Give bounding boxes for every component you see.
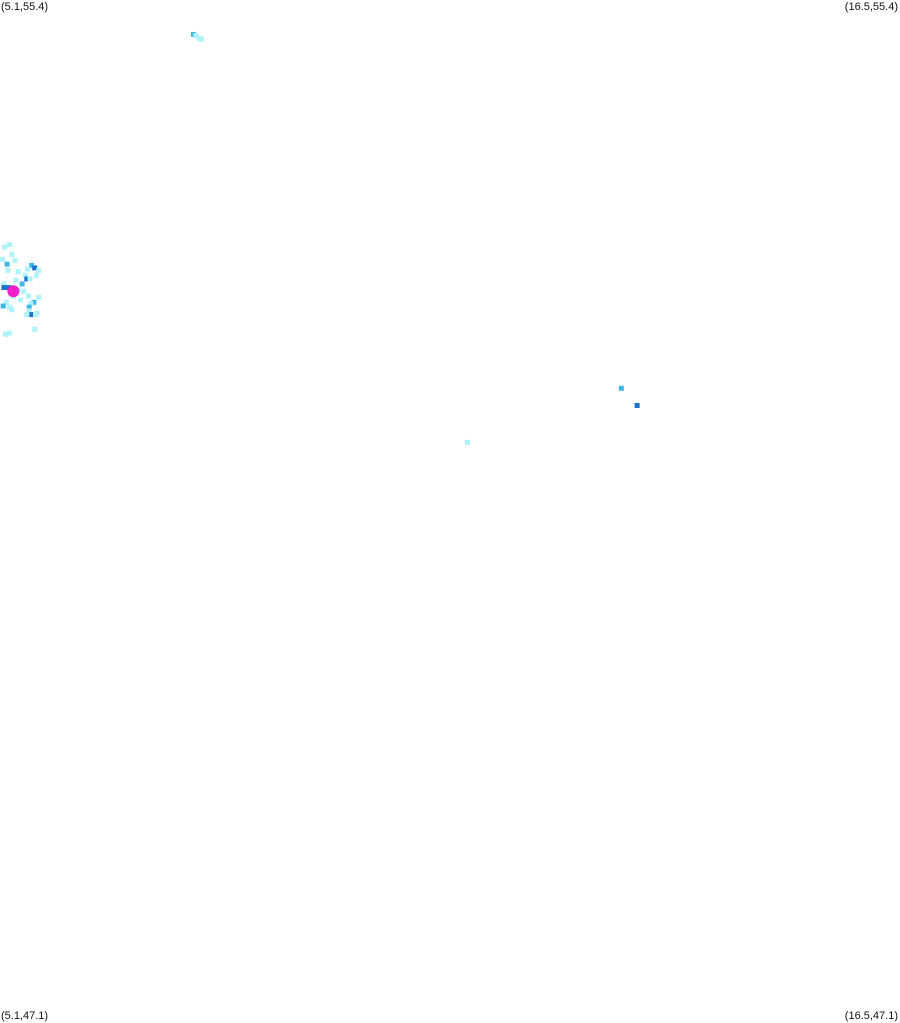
density-cell (7, 242, 12, 248)
density-cell (7, 330, 12, 336)
density-cell (21, 288, 27, 294)
density-cell (29, 312, 35, 318)
density-cell (1, 285, 7, 291)
density-cell (34, 310, 40, 316)
density-cell (18, 297, 23, 303)
density-cell (464, 439, 470, 445)
density-cell (5, 267, 11, 273)
density-cell (0, 303, 6, 309)
density-cell (634, 403, 640, 408)
corner-label-bottom-left: (5.1,47.1) (1, 1010, 49, 1022)
density-cell (32, 326, 38, 332)
density-cell (36, 267, 42, 273)
density-cell (9, 307, 15, 313)
density-cell (618, 385, 624, 391)
density-cell (13, 277, 19, 283)
density-cell (9, 251, 15, 257)
density-cell (3, 299, 9, 305)
density-cell (24, 312, 30, 318)
density-cell (24, 276, 30, 282)
location-marker[interactable] (7, 285, 20, 298)
corner-label-bottom-right: (16.5,47.1) (844, 1010, 898, 1022)
density-cell (26, 304, 32, 310)
density-cell (29, 262, 35, 268)
density-cell (2, 244, 8, 250)
density-cell (25, 293, 31, 299)
density-cell (26, 308, 32, 314)
density-cell (198, 36, 204, 42)
density-cell (15, 269, 21, 275)
density-cell (19, 281, 25, 287)
corner-label-top-left: (5.1,55.4) (1, 1, 49, 13)
density-cell (12, 258, 18, 263)
density-cell (36, 294, 42, 300)
density-cell (193, 33, 199, 39)
density-cell (32, 265, 38, 271)
density-cell (3, 331, 8, 337)
density-cell (28, 301, 34, 306)
density-cell (4, 261, 10, 267)
location-markers (7, 285, 20, 298)
density-cell (31, 299, 37, 305)
density-cell (27, 276, 33, 282)
density-cell (33, 272, 39, 278)
corner-label-top-right: (16.5,55.4) (844, 1, 898, 13)
density-cell (0, 256, 5, 262)
density-cell (22, 272, 28, 278)
density-cells (0, 31, 640, 445)
density-cell (1, 281, 7, 287)
density-cell (25, 266, 31, 272)
